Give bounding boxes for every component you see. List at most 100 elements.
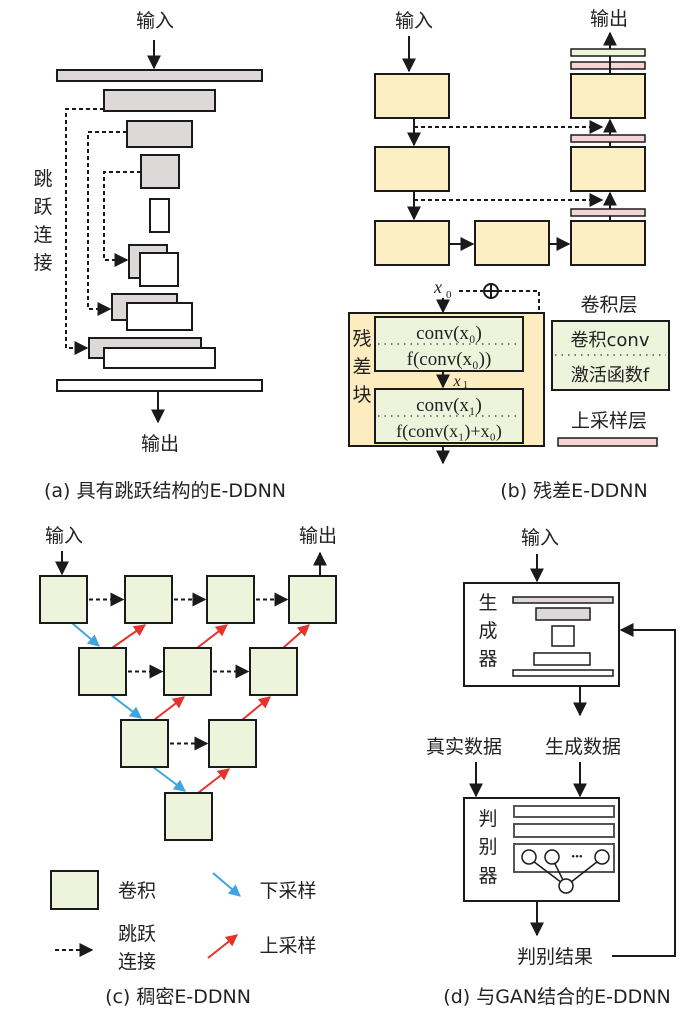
panel-b-output-label: 输出 bbox=[590, 8, 628, 30]
panel-c-input-label: 输入 bbox=[45, 525, 83, 547]
neuron-icon bbox=[521, 849, 537, 865]
conv-node-r0c1 bbox=[124, 575, 173, 624]
neuron-icon bbox=[544, 849, 560, 865]
output-layer bbox=[56, 379, 263, 392]
generator-label-char: 生 bbox=[478, 592, 497, 614]
conv-node-r2c0 bbox=[120, 719, 169, 768]
residual-block: x 0 残 差 块 conv(x₀) f(conv(x₀)) x 1 conv(… bbox=[348, 277, 545, 465]
block2-top-text: conv(x₁) bbox=[416, 395, 482, 416]
upsample-arrow bbox=[197, 768, 230, 794]
residual-label-char: 残 bbox=[352, 328, 371, 350]
legend-upsample-title: 上采样层 bbox=[571, 410, 647, 432]
svg-text:跳: 跳 bbox=[33, 168, 52, 190]
block1-bottom-text: f(conv(x₀)) bbox=[407, 349, 492, 370]
panel-c-caption: (c) 稠密E-DDNN bbox=[105, 986, 251, 1008]
generator-label-char: 器 bbox=[478, 648, 497, 670]
ellipsis: ••• bbox=[571, 851, 583, 863]
svg-text:跃: 跃 bbox=[33, 196, 52, 218]
panel-c: 输入 输出 卷积 跳跃 连接 下采样 上采样 (c) 稠密E-DDNN bbox=[39, 525, 337, 1008]
upsample-layer-3 bbox=[570, 61, 646, 70]
panel-c-legend: 卷积 跳跃 连接 下采样 上采样 bbox=[50, 870, 317, 973]
conv-node-r1c2 bbox=[249, 647, 298, 696]
legend-conv-bottom: 激活函数f bbox=[571, 365, 650, 386]
gen-layer bbox=[512, 669, 614, 677]
panel-c-output-label: 输出 bbox=[299, 525, 337, 547]
generator-label-char: 成 bbox=[478, 620, 497, 642]
legend-downsample-label: 下采样 bbox=[259, 880, 316, 902]
discriminator-label-char: 器 bbox=[478, 865, 497, 887]
encoder-block-2 bbox=[374, 146, 450, 192]
upsample-layer-2 bbox=[570, 134, 646, 143]
gen-layer bbox=[512, 596, 614, 604]
upsample-arrow bbox=[111, 624, 146, 649]
final-conv-layer bbox=[570, 48, 646, 57]
upsample-layer-1 bbox=[570, 208, 646, 217]
decoder-layer-1 bbox=[139, 252, 179, 287]
legend-conv-title: 卷积层 bbox=[580, 294, 637, 316]
disc-layer bbox=[513, 805, 615, 818]
gen-layer bbox=[535, 607, 591, 621]
panel-d-caption: (d) 与GAN结合的E-DDNN bbox=[443, 986, 670, 1008]
result-label: 判别结果 bbox=[517, 946, 593, 968]
conv-node-r1c0 bbox=[78, 647, 127, 696]
legend-conv-swatch bbox=[50, 870, 99, 910]
legend-conv-box bbox=[551, 320, 670, 391]
svg-text:连: 连 bbox=[33, 224, 52, 246]
panel-d: 输入 生 成 器 真实数据 生成数据 判 别 器 bbox=[426, 527, 676, 1008]
dense-grid bbox=[39, 575, 337, 841]
panel-a: 输入 跳 跃 连 接 输出 (a) 具有跳跃结构的E-DDNN bbox=[33, 10, 286, 502]
feedback-arrow bbox=[612, 623, 676, 957]
upsample-arrow bbox=[153, 696, 185, 721]
x1-subscript: 1 bbox=[463, 380, 468, 391]
x1-label: x bbox=[452, 373, 460, 390]
encoder-layer-3 bbox=[126, 120, 193, 148]
conv-node-r2c1 bbox=[208, 719, 257, 768]
panel-b-input-label: 输入 bbox=[395, 10, 433, 32]
legend-conv-top: 卷积conv bbox=[571, 330, 650, 351]
decoder-layer-2 bbox=[126, 302, 193, 331]
residual-conv-block-2 bbox=[374, 388, 524, 444]
upsample-arrow bbox=[241, 696, 271, 721]
block1-top-text: conv(x₀) bbox=[416, 323, 482, 344]
skip-connection-3 bbox=[103, 171, 141, 267]
generated-data-label: 生成数据 bbox=[545, 736, 621, 758]
panel-d-input-label: 输入 bbox=[521, 527, 559, 549]
svg-text:接: 接 bbox=[33, 252, 52, 274]
x0-subscript: 0 bbox=[446, 289, 452, 301]
panel-a-output-label: 输出 bbox=[141, 433, 179, 455]
gen-layer bbox=[551, 625, 575, 647]
legend-skip-label-1: 跳跃 bbox=[118, 923, 156, 945]
residual-conv-block-1 bbox=[374, 316, 524, 372]
legend-downsample-arrow bbox=[212, 872, 241, 897]
middle-block bbox=[474, 220, 550, 266]
residual-label-char: 块 bbox=[352, 384, 371, 406]
downsample-arrow bbox=[71, 622, 100, 647]
discriminator: 判 别 器 ••• bbox=[463, 797, 620, 902]
conv-node-r3c0 bbox=[164, 792, 213, 841]
upsample-arrow bbox=[196, 624, 228, 649]
generator: 生 成 器 bbox=[463, 582, 620, 687]
upsample-arrow bbox=[282, 624, 310, 649]
residual-label-char: 差 bbox=[352, 356, 371, 378]
discriminator-label-char: 别 bbox=[478, 836, 497, 858]
conv-node-r1c1 bbox=[163, 647, 212, 696]
block2-bottom-text: f(conv(x₁)+x₀) bbox=[396, 421, 502, 442]
skip-connection-1 bbox=[65, 108, 104, 355]
encoder-block-1 bbox=[374, 73, 450, 119]
neuron-icon bbox=[594, 849, 610, 865]
panel-b-caption: (b) 残差E-DDNN bbox=[500, 480, 647, 502]
bottleneck-layer bbox=[149, 198, 170, 233]
legend-upsample-label: 上采样 bbox=[259, 935, 316, 957]
encoder-layer-2 bbox=[103, 89, 216, 112]
gen-layer bbox=[533, 652, 591, 666]
disc-layer bbox=[513, 823, 615, 838]
downsample-arrow bbox=[152, 766, 186, 792]
conv-node-r0c0 bbox=[39, 575, 88, 624]
panel-a-caption: (a) 具有跳跃结构的E-DDNN bbox=[44, 480, 286, 502]
output-neuron-icon bbox=[558, 878, 574, 894]
decoder-block-1 bbox=[570, 73, 646, 119]
decoder-block-2 bbox=[570, 146, 646, 192]
legend-upsample-bar bbox=[557, 437, 658, 447]
encoder-layer-1 bbox=[56, 69, 263, 82]
